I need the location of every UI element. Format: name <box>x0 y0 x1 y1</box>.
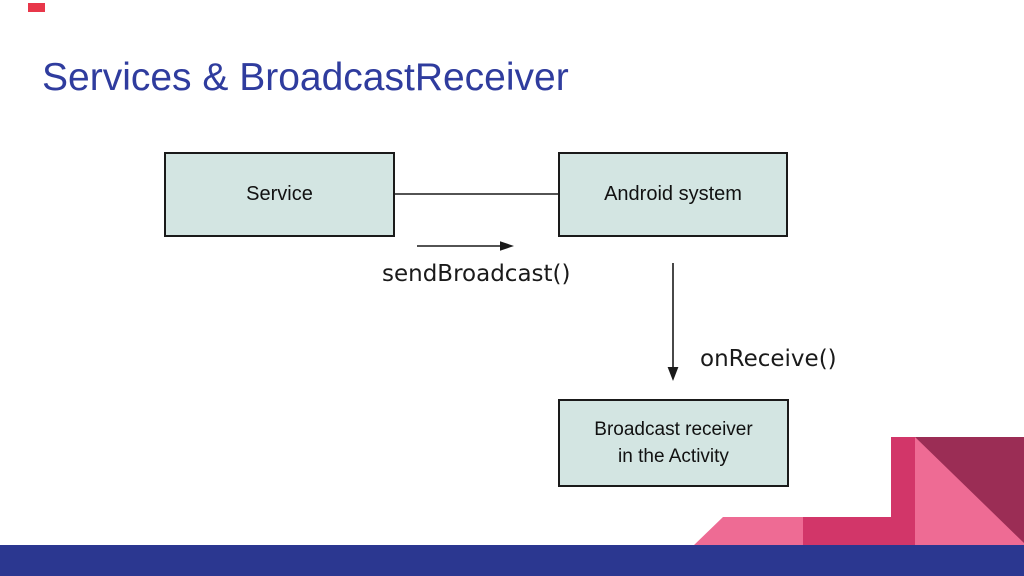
decor-vertical-bar-mid <box>891 437 915 546</box>
on-receive-arrow-head <box>667 367 679 381</box>
service-box: Service <box>164 152 395 237</box>
footer-bar <box>0 545 1024 576</box>
broadcast-receiver-line2: in the Activity <box>618 446 729 467</box>
broadcast-receiver-box: Broadcast receiver in the Activity <box>558 399 789 487</box>
broadcast-receiver-line1: Broadcast receiver <box>594 419 753 440</box>
recording-mark <box>28 3 45 12</box>
decor-square-light <box>915 437 1024 546</box>
decor-trapezoid-light <box>693 517 803 546</box>
service-box-label: Service <box>246 183 313 205</box>
android-system-box-label: Android system <box>604 183 742 205</box>
decor-rect-mid <box>803 517 893 546</box>
broadcast-receiver-box-label: Broadcast receiver in the Activity <box>594 416 752 470</box>
send-broadcast-label: sendBroadcast() <box>382 261 571 287</box>
slide-title: Services & BroadcastReceiver <box>42 56 569 99</box>
send-broadcast-arrow-head <box>500 241 514 251</box>
decor-triangle-maroon <box>915 437 1024 543</box>
on-receive-label: onReceive() <box>700 346 837 372</box>
android-system-box: Android system <box>558 152 788 237</box>
